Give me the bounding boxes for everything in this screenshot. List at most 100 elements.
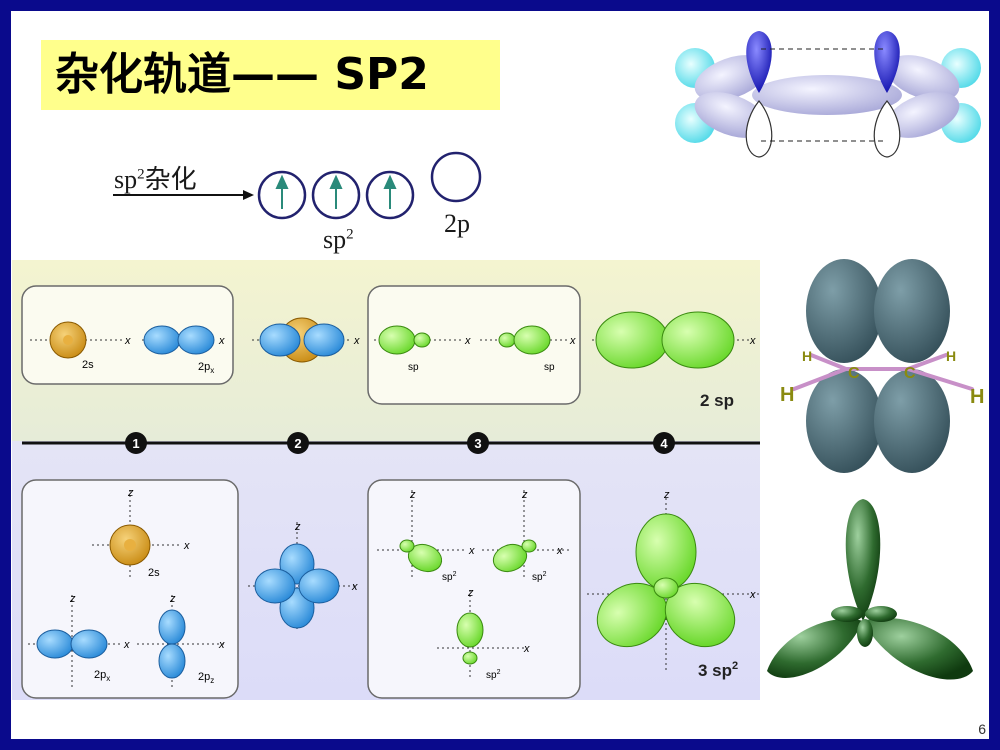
sp2-label: sp2 <box>532 571 547 583</box>
step-marker-4 <box>653 432 675 454</box>
p-orbital-upper-left <box>746 31 772 93</box>
2pz-lobe <box>158 609 186 645</box>
hybrid-label: sp2 <box>323 225 354 254</box>
sp2-lobe-vertical <box>845 499 881 621</box>
sp-hybrid-lobe <box>661 311 735 369</box>
pi-overlap-illustration <box>675 31 981 158</box>
axis-z-label: z <box>69 593 76 605</box>
mixing-p <box>303 323 345 357</box>
2s-label: 2s <box>82 359 94 371</box>
sp2-lobe-small <box>865 606 897 622</box>
2px-lobe <box>177 325 215 355</box>
axis-z-label: z <box>467 587 474 599</box>
sp2-lobe-left <box>767 618 863 678</box>
axis-z-label: z <box>409 489 416 501</box>
pi-orbital-lower <box>806 369 882 473</box>
axis-x-label: x <box>468 545 475 557</box>
hydrogen-atom: H <box>780 384 794 406</box>
p-label: 2p <box>444 209 470 238</box>
p-orbital-circle <box>430 151 482 203</box>
c-h-bond <box>906 367 974 391</box>
2px-lobe <box>36 629 74 659</box>
trigonal-sp2-illustration <box>767 499 973 680</box>
hybridization-diagram: x 2s x 2px x x sp x sp x 2 sp 1 <box>12 260 760 700</box>
c-h-bond <box>906 353 948 371</box>
carbon-atom: C <box>904 365 916 382</box>
2s-orbital-core <box>63 335 73 345</box>
step-marker-3 <box>467 432 489 454</box>
2s-label: 2s <box>148 567 160 579</box>
atomic-orbitals-box-3 <box>21 479 239 699</box>
c-h-bond <box>809 353 848 371</box>
hydrogen-atom: H <box>802 348 812 364</box>
step-number: 4 <box>660 436 668 451</box>
2s-orbital-core <box>124 539 136 551</box>
mixing-p <box>259 323 301 357</box>
p-orbital-lower-left <box>745 100 773 158</box>
axis-x-label: x <box>124 335 131 347</box>
page-title: 杂化轨道—— SP2 <box>55 49 429 100</box>
step-number: 2 <box>294 436 301 451</box>
sp2-lobe <box>886 92 960 138</box>
axis-z-label: z <box>127 487 134 499</box>
2px-label: 2px <box>198 361 214 375</box>
mixing-p <box>254 568 296 604</box>
p-orbital-lower-right <box>873 100 901 158</box>
axis-z-label: z <box>294 521 301 533</box>
hydrogen-atom: H <box>946 348 956 364</box>
sp2-label: sp2 <box>442 571 457 583</box>
arrow-label: sp2杂化 <box>114 165 197 195</box>
orbital-boxes <box>113 151 482 220</box>
sp2-lobe-small <box>462 651 478 665</box>
mixing-p <box>298 568 340 604</box>
sp-orbitals-box <box>367 285 581 405</box>
sp2-label: sp2 <box>486 669 501 681</box>
p-orbital-upper-right <box>874 31 900 93</box>
axis-z-label: z <box>169 593 176 605</box>
sigma-bond-lobe <box>752 75 902 115</box>
hydrogen-atom: H <box>970 386 984 408</box>
axis-x-label: x <box>353 335 360 347</box>
pi-orbital-upper <box>874 259 950 363</box>
axis-x-label: x <box>569 335 576 347</box>
3sp2-label: 3 sp2 <box>698 660 738 680</box>
sp2-lobe-small <box>857 619 873 647</box>
electron-arrow-3-head <box>383 174 397 189</box>
sp2-lobe-small <box>399 539 415 553</box>
sp2-lobe-small <box>521 539 537 553</box>
step-number: 3 <box>474 436 481 451</box>
axis-x-label: x <box>351 581 358 593</box>
axis-x-label: x <box>749 589 756 601</box>
c-h-bond <box>792 367 848 391</box>
scheme-arrow-head <box>243 190 254 200</box>
electron-arrow-2-head <box>329 174 343 189</box>
2px-lobe <box>143 325 181 355</box>
sp-lobe-large <box>378 325 416 355</box>
electron-arrow-1-head <box>275 174 289 189</box>
2pz-label: 2pz <box>198 671 214 685</box>
step-markers: 1 2 3 4 <box>125 432 675 454</box>
step-marker-2 <box>287 432 309 454</box>
sp-lobe-large <box>513 325 551 355</box>
axis-z-label: z <box>521 489 528 501</box>
sp2-lobe <box>456 612 484 648</box>
axis-x-label: x <box>749 335 756 347</box>
step-marker-1 <box>125 432 147 454</box>
pi-orbital-lower <box>874 369 950 473</box>
axis-x-label: x <box>523 643 530 655</box>
2sp-label: 2 sp <box>700 391 734 410</box>
ethylene-pi-bond-illustration: C C H H H H <box>780 259 984 473</box>
sp-hybrid-lobe <box>595 311 669 369</box>
axis-z-label: z <box>663 489 670 501</box>
sp2-lobe <box>492 543 528 573</box>
sp2-lobe-right <box>863 617 973 680</box>
axis-x-label: x <box>218 335 225 347</box>
sp-lobe-small <box>413 332 431 348</box>
axis-x-label: x <box>183 540 190 552</box>
sp2-hybrid-center <box>653 577 679 599</box>
axis-x-label: x <box>123 639 130 651</box>
sp-lobe-small <box>498 332 516 348</box>
axis-x-label: x <box>218 639 225 651</box>
2px-lobe <box>70 629 108 659</box>
